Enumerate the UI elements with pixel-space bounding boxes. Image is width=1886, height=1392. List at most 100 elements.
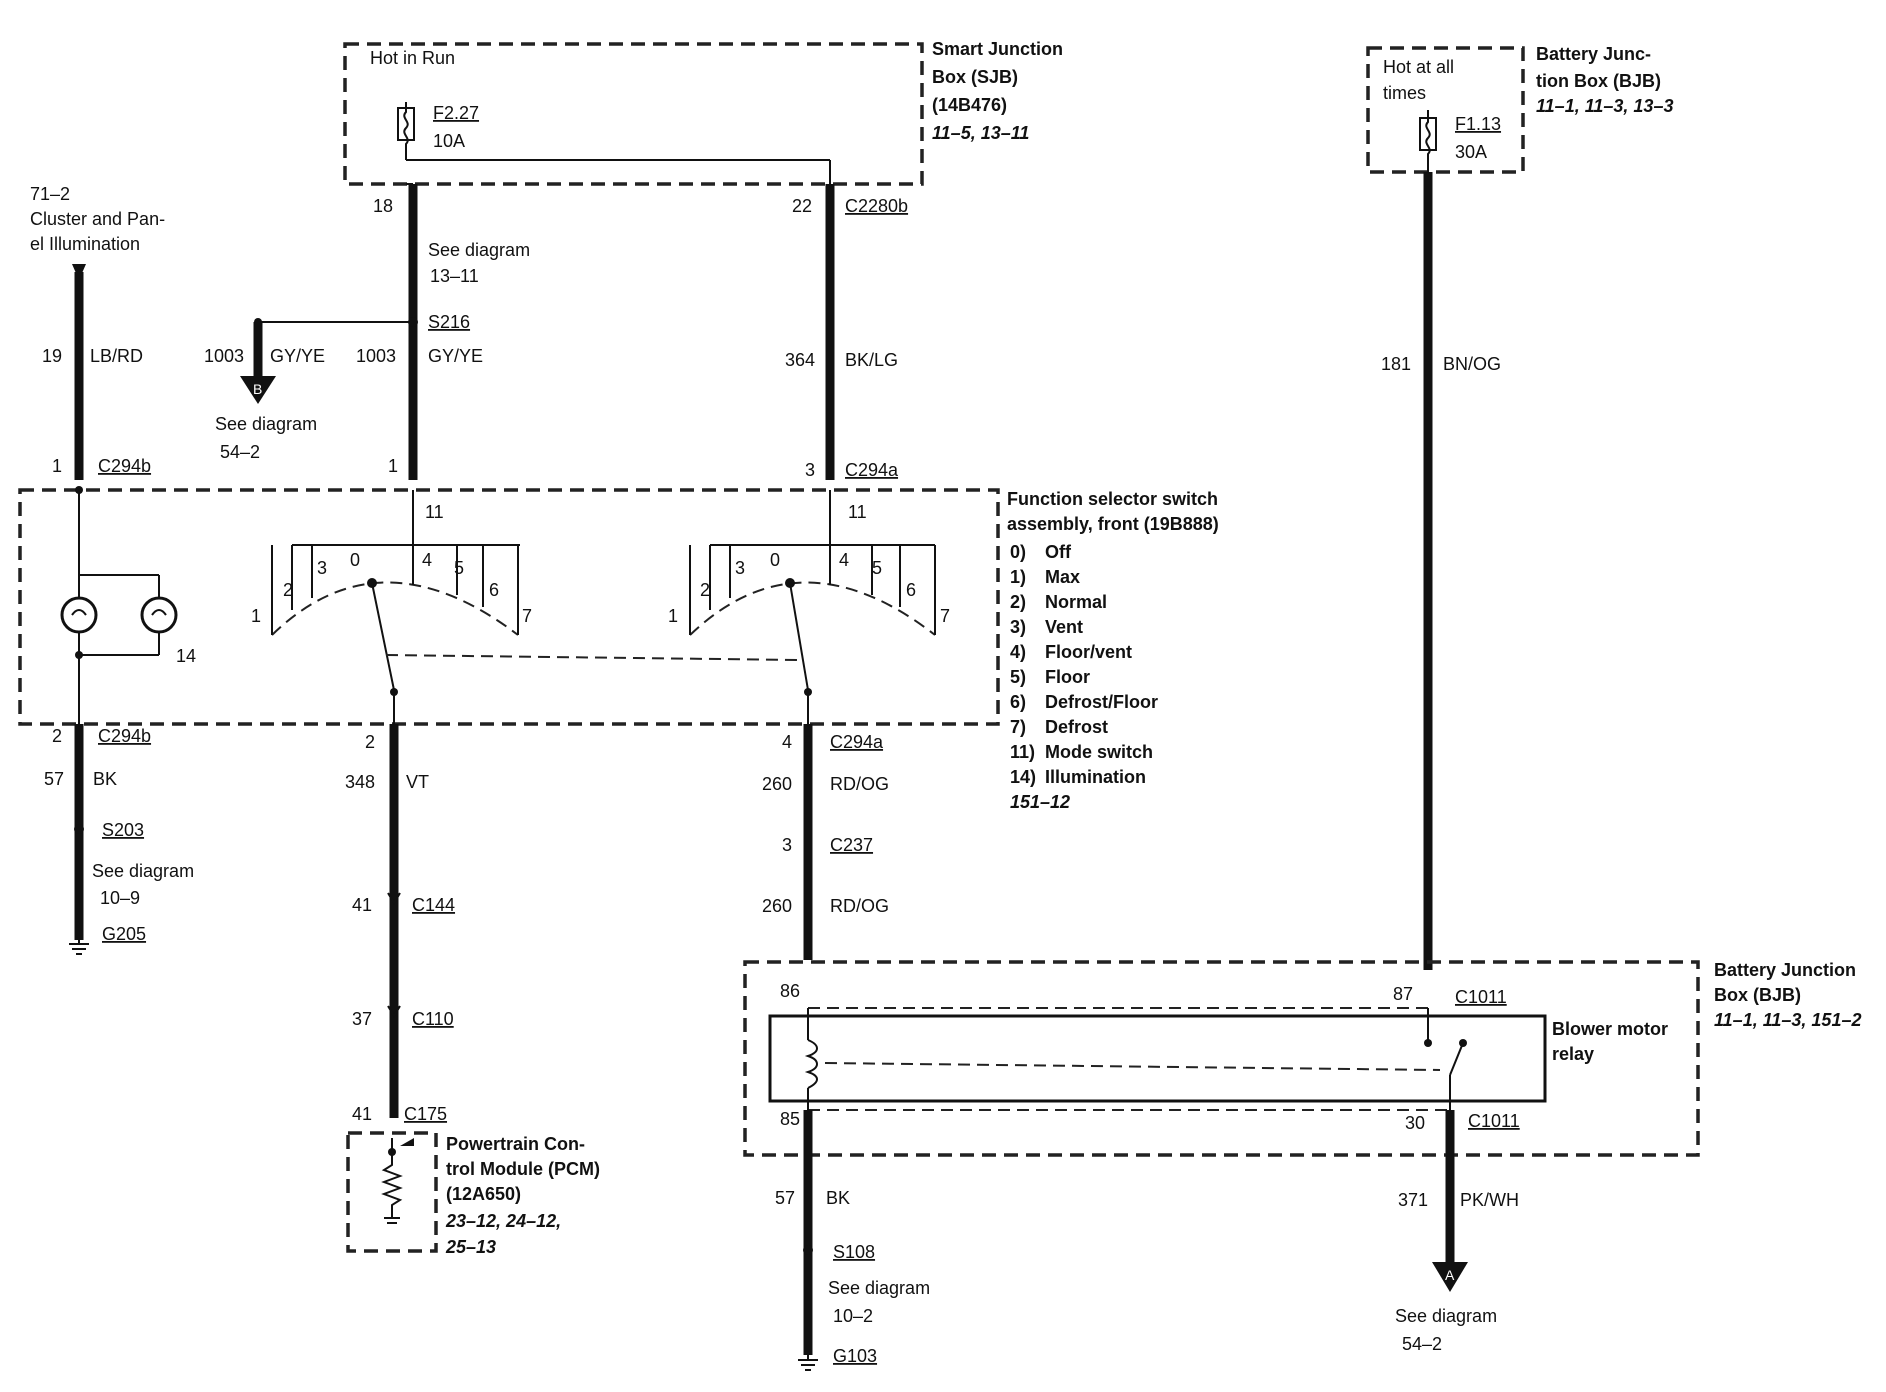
pin-86: 86 (780, 981, 800, 1001)
relay-contact-icon (1449, 1042, 1464, 1076)
legend-label: Illumination (1045, 767, 1146, 787)
switch-left-pos-1: 1 (251, 606, 261, 626)
s203-ref: 10–9 (100, 888, 140, 908)
switch-left-pos-4: 4 (422, 550, 432, 570)
switch-right-pos-0: 0 (770, 550, 780, 570)
cluster-source: 71–2 Cluster and Pan- el Illumination (30, 184, 165, 280)
arrow-a-ref: 54–2 (1402, 1334, 1442, 1354)
pcm-refs-2: 25–13 (445, 1237, 496, 1257)
switch-right-pos-2: 2 (700, 580, 710, 600)
wire-348-circuit: 348 (345, 772, 375, 792)
s108-ref: 10–2 (833, 1306, 873, 1326)
connector-c294a-bottom: C294a (830, 732, 884, 752)
switch-left-pos-2: 2 (283, 580, 293, 600)
resistor-icon (381, 1152, 403, 1218)
splice-s108 (803, 1245, 813, 1255)
legend-label: Floor/vent (1045, 642, 1132, 662)
wire-181-circuit: 181 (1381, 354, 1411, 374)
pin-87: 87 (1393, 984, 1413, 1004)
sjb-see-diagram: See diagram (428, 240, 530, 260)
pin-4-c294a: 4 (782, 732, 792, 752)
sjb-see-diagram-ref: 13–11 (430, 266, 479, 286)
wire-19-color: LB/RD (90, 346, 143, 366)
sjb-box: Hot in Run F2.27 10A Smart Junction Box … (343, 39, 1063, 186)
wire-371-circuit: 371 (1398, 1190, 1428, 1210)
bjb-relay-title-2: Box (BJB) (1714, 985, 1801, 1005)
switch-title-2: assembly, front (19B888) (1007, 514, 1219, 534)
switch-right-pos-5: 5 (872, 558, 882, 578)
wire-1003a-color: GY/YE (270, 346, 325, 366)
bjb-relay-box: 86 85 87 C1011 30 C1011 Blower motor rel… (743, 960, 1861, 1157)
legend-label: Max (1045, 567, 1080, 587)
legend-label: Defrost/Floor (1045, 692, 1158, 712)
connector-c144: C144 (412, 895, 455, 915)
legend-num: 6) (1010, 692, 1026, 712)
legend-num: 3) (1010, 617, 1026, 637)
arrow-b-ref: 54–2 (220, 442, 260, 462)
arrow-b-letter: B (253, 381, 262, 397)
wire-364-circuit: 364 (785, 350, 815, 370)
wire-260b-color: RD/OG (830, 896, 889, 916)
pin-2-c294b: 2 (52, 726, 62, 746)
legend-label: Off (1045, 542, 1072, 562)
bjb-top-box: Hot at all times F1.13 30A Battery Junc-… (1366, 44, 1673, 174)
legend-label: Normal (1045, 592, 1107, 612)
legend-label: Mode switch (1045, 742, 1153, 762)
sjb-fuse-rating: 10A (433, 131, 465, 151)
sjb-title-2: Box (SJB) (932, 67, 1018, 87)
connector-c294b-bottom: C294b (98, 726, 151, 746)
sjb-refs: 11–5, 13–11 (932, 123, 1029, 143)
wire-260b-circuit: 260 (762, 896, 792, 916)
legend-num: 4) (1010, 642, 1026, 662)
connector-s108: S108 (833, 1242, 875, 1262)
lamp-icon (60, 596, 98, 634)
wire-1003a-circuit: 1003 (204, 346, 244, 366)
bjb-relay-title-1: Battery Junction (1714, 960, 1856, 980)
sjb-title-3: (14B476) (932, 95, 1007, 115)
pin-14: 14 (176, 646, 196, 666)
pin-2-c294a: 2 (365, 732, 375, 752)
bjb-hot-label-2: times (1383, 83, 1426, 103)
pin-1-c294b: 1 (52, 456, 62, 476)
connector-s216: S216 (428, 312, 470, 332)
bjb-hot-label-1: Hot at all (1383, 57, 1454, 77)
connector-c110: C110 (412, 1009, 454, 1029)
pcm-module: Powertrain Con- trol Module (PCM) (12A65… (346, 1131, 600, 1257)
pin-85: 85 (780, 1109, 800, 1129)
switch-right-pos-3: 3 (735, 558, 745, 578)
connector-g103: G103 (833, 1346, 877, 1366)
wire-371-color: PK/WH (1460, 1190, 1519, 1210)
pcm-refs-1: 23–12, 24–12, (445, 1211, 561, 1231)
wire-348-color: VT (406, 772, 429, 792)
pin-3-c237: 3 (782, 835, 792, 855)
legend-num: 14) (1010, 767, 1036, 787)
connector-c237: C237 (830, 835, 873, 855)
switch-right-pos-7: 7 (940, 606, 950, 626)
pin-11-left: 11 (425, 502, 444, 522)
legend-label: Defrost (1045, 717, 1108, 737)
bjb-relay-refs: 11–1, 11–3, 151–2 (1714, 1010, 1861, 1030)
wire-181-color: BN/OG (1443, 354, 1501, 374)
sjb-hot-label: Hot in Run (370, 48, 455, 68)
s203-see-diagram: See diagram (92, 861, 194, 881)
wire-1003b-circuit: 1003 (356, 346, 396, 366)
wire-57a-circuit: 57 (44, 769, 64, 789)
legend-num: 7) (1010, 717, 1026, 737)
connector-s203: S203 (102, 820, 144, 840)
pin-11-right: 11 (848, 502, 867, 522)
legend-num: 5) (1010, 667, 1026, 687)
legend-ref: 151–12 (1010, 792, 1070, 812)
wire-57b-color: BK (826, 1188, 850, 1208)
pin-30: 30 (1405, 1113, 1425, 1133)
splice-s203 (74, 824, 84, 834)
switch-left-pos-0: 0 (350, 550, 360, 570)
arrow-a-letter: A (1445, 1267, 1455, 1283)
wire-19-circuit: 19 (42, 346, 62, 366)
cluster-ref: 71–2 (30, 184, 70, 204)
s108-see-diagram: See diagram (828, 1278, 930, 1298)
wire-1003b-color: GY/YE (428, 346, 483, 366)
arrow-b-icon (240, 376, 276, 404)
legend-label: Vent (1045, 617, 1083, 637)
connector-c294a-top: C294a (845, 460, 899, 480)
